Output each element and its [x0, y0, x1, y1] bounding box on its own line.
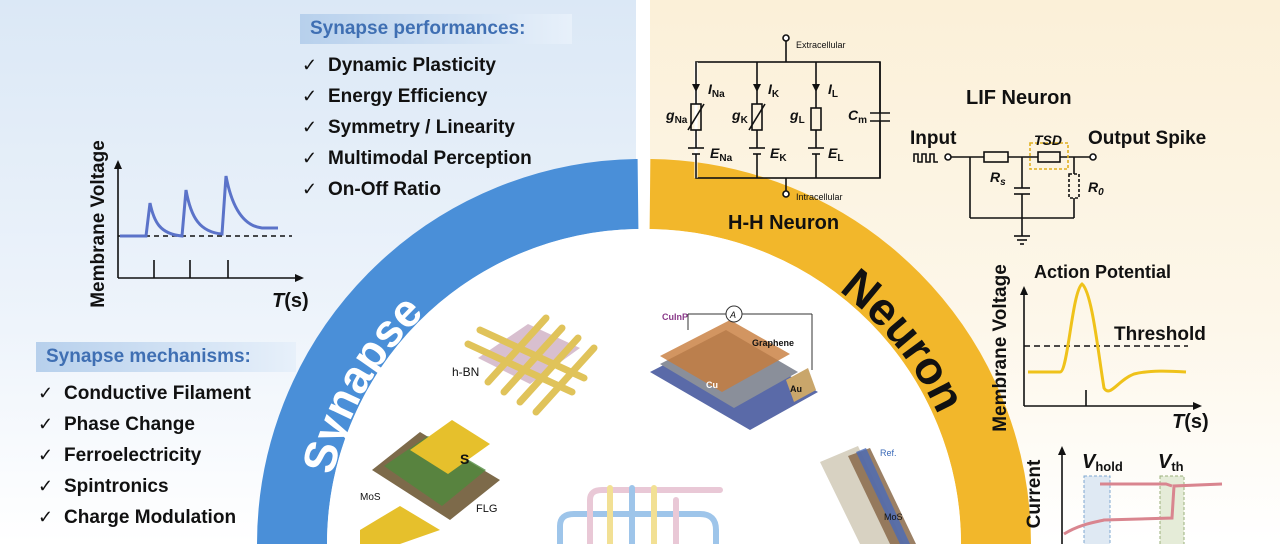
svg-text:EL: EL — [828, 145, 843, 164]
ap-plot-title: Action Potential — [1034, 262, 1171, 282]
svg-text:h-BN: h-BN — [452, 365, 479, 379]
svg-text:Graphene: Graphene — [752, 338, 794, 348]
svg-text:Extracellular: Extracellular — [796, 40, 846, 50]
ap-plot-xlabel: T(s) — [1172, 411, 1209, 433]
svg-text:IK: IK — [768, 81, 780, 100]
svg-text:gNa: gNa — [665, 107, 688, 126]
synapse-mechanisms-title: Synapse mechanisms: — [36, 342, 296, 372]
svg-text:MoS: MoS — [884, 512, 903, 522]
ap-plot-ylabel: Membrane Voltage — [990, 264, 1011, 432]
vhold-label: Vhold — [1082, 451, 1123, 474]
lif-circuit — [913, 142, 1097, 245]
list-item: ✓Energy Efficiency — [302, 86, 488, 107]
list-item: ✓Conductive Filament — [38, 383, 251, 404]
iv-plot: Current Vhold Vth — [1024, 446, 1223, 544]
synapse-performances-title: Synapse performances: — [300, 14, 572, 44]
svg-text:TSD: TSD — [1034, 132, 1062, 148]
action-potential-plot: Membrane Voltage Action Potential Thresh… — [990, 262, 1209, 433]
ap-threshold-label: Threshold — [1114, 324, 1206, 345]
synapse-plot-xlabel: T(s) — [272, 290, 309, 312]
svg-text:Ref.: Ref. — [880, 448, 897, 458]
list-item: ✓Dynamic Plasticity — [302, 55, 496, 76]
svg-text:CuInP: CuInP — [662, 312, 688, 322]
hh-circuit — [687, 34, 890, 198]
synapse-voltage-plot: Membrane Voltage T(s) — [88, 140, 309, 312]
svg-text:R0: R0 — [1088, 179, 1104, 198]
lif-output-label: Output Spike — [1088, 128, 1206, 149]
svg-text:Au: Au — [790, 384, 802, 394]
svg-text:Cm: Cm — [848, 107, 867, 126]
crossbar-array — [557, 485, 723, 544]
mos2-device: S FLG MoS — [360, 420, 500, 544]
iv-plot-ylabel: Current — [1024, 459, 1045, 528]
list-item: ✓On-Off Ratio — [302, 179, 441, 200]
list-item: ✓Symmetry / Linearity — [302, 117, 515, 138]
synapse-plot-ylabel: Membrane Voltage — [88, 140, 109, 308]
svg-text:INa: INa — [708, 81, 725, 100]
neuron-arc — [649, 159, 1031, 544]
lif-title: LIF Neuron — [966, 87, 1072, 109]
list-item: ✓Phase Change — [38, 414, 195, 435]
synapse-performances-list: ✓Dynamic Plasticity ✓Energy Efficiency ✓… — [302, 50, 532, 205]
lif-labels: LIF Neuron Input Output Spike TSD Rs R0 — [910, 87, 1206, 198]
list-item: ✓Charge Modulation — [38, 507, 237, 528]
cuinp2s6-device: A CuInP Graphene Cu Au — [650, 305, 818, 430]
hh-title: H-H Neuron — [728, 212, 839, 234]
svg-text:Intracellular: Intracellular — [796, 192, 843, 202]
svg-text:IL: IL — [828, 81, 838, 100]
svg-text:Cu: Cu — [706, 380, 718, 390]
mos2-neuron-device: Ref. MoS — [820, 446, 916, 544]
lif-input-label: Input — [910, 128, 957, 149]
hh-labels: Extracellular Intracellular INa IK IL gN… — [665, 40, 867, 234]
list-item: ✓Ferroelectricity — [38, 445, 202, 466]
vth-label: Vth — [1158, 451, 1184, 474]
svg-text:MoS: MoS — [360, 492, 381, 503]
svg-text:FLG: FLG — [476, 503, 497, 515]
svg-text:S: S — [460, 451, 469, 467]
svg-text:ENa: ENa — [710, 145, 733, 164]
svg-text:gK: gK — [731, 107, 749, 126]
list-item: ✓Spintronics — [38, 476, 169, 497]
svg-text:EK: EK — [770, 145, 787, 164]
hbn-crossbar-device: h-BN — [452, 314, 598, 416]
synapse-arc — [257, 159, 639, 544]
synapse-mechanisms-list: ✓Conductive Filament ✓Phase Change ✓Ferr… — [38, 378, 251, 533]
svg-text:gL: gL — [789, 107, 805, 126]
svg-text:A: A — [729, 310, 736, 320]
svg-text:Rs: Rs — [990, 169, 1006, 188]
list-item: ✓Multimodal Perception — [302, 148, 532, 169]
